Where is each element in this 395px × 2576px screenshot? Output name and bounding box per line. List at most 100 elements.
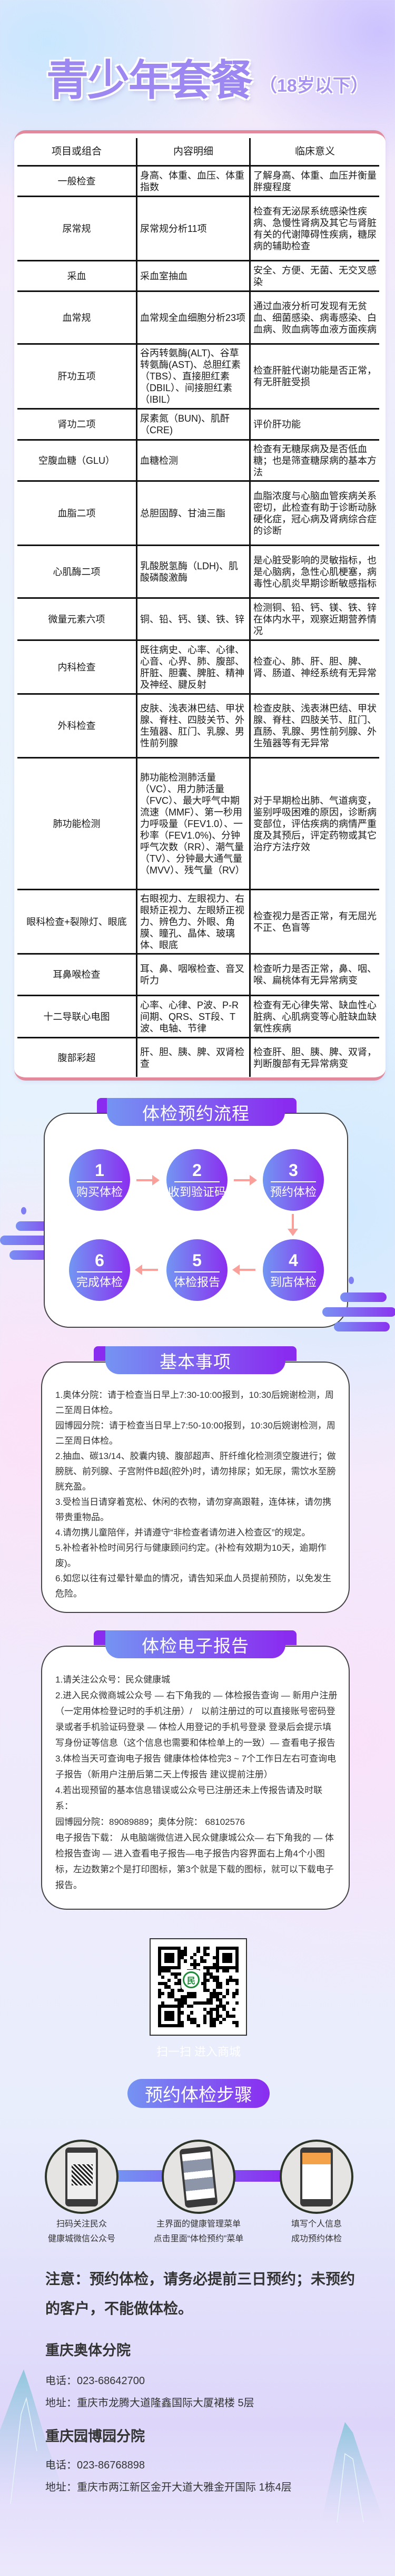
branch-phone: 电话：023-86768898 <box>45 2460 145 2471</box>
basics-title: 基本事项 <box>105 1346 285 1374</box>
basics-item: 1.奥体分院：请于检查当日早上7:30-10:00报到，10:30后婉谢检测，周… <box>55 1390 334 1415</box>
report-item: 电子报告下载： 从电脑端微信进入民众健康城公众— 右下角我的 — 体检报告查询 … <box>55 1833 334 1890</box>
booking-step-2-image <box>162 2140 235 2214</box>
item-meaning-cell: 检测铜、铅、钙、镁、铁、锌在体内水平，观察近期营养情况 <box>253 602 377 636</box>
basics-card <box>41 1362 350 1613</box>
booking-step-caption: 主界面的健康管理菜单点击里面“体检预约”菜单 <box>153 2220 244 2243</box>
item-detail-cell: 肝、胆、胰、脾、双肾检查 <box>137 1038 251 1077</box>
item-detail-cell: 身高、体重、血压、体重指数 <box>137 167 251 196</box>
basics-item: 6.如您以往有过晕针晕血的情况，请告知采血人员提前预防，以免发生危险。 <box>55 1573 332 1599</box>
item-meaning-cell: 通过血液分析可发现有无贫血、细菌感染、病毒感染、白血病、败血病等血液方面疾病 <box>253 300 377 335</box>
table-row: 空腹血糖（GLU）血糖检测检查有无糖尿病及是否低血糖；也是筛查糖尿病的基本方法 <box>17 439 379 480</box>
report-item: 4.若出现预留的基本信息错误或公众号已注册还未上传报告请及时联系： <box>55 1785 323 1811</box>
branch-address: 地址：重庆市龙腾大道隆鑫国际大厦裙楼 5层 <box>45 2397 254 2409</box>
page-title: 青少年套餐 <box>46 57 253 104</box>
basics-list: 1.奥体分院：请于检查当日早上7:30-10:00报到，10:30后婉谢检测，周… <box>55 1387 340 1601</box>
table-row: 血常规血常规全血细胞分析23项通过血液分析可发现有无贫血、细菌感染、病毒感染、白… <box>17 290 379 343</box>
item-meaning-cell: 检查听力是否正常，鼻、咽、喉、扁桃体有无异常病变 <box>253 964 377 986</box>
table-row: 心肌酶二项乳酸脱氢酶（LDH)、肌酸磷酸激酶是心脏受影响的灵敏指标，也是心脑病，… <box>17 545 379 597</box>
branch-name: 重庆奥体分院 <box>45 2342 131 2358</box>
branch-address: 地址：重庆市两江新区金开大道大雅金开国际 1栋4层 <box>45 2482 292 2493</box>
process-title: 体检预约流程 <box>107 1098 285 1126</box>
item-name-cell: 血脂二项 <box>17 482 137 545</box>
table-row: 采血采血室抽血安全、方便、无菌、无交叉感染 <box>17 260 379 290</box>
basics-item: 5.补检者补检时间另行与健康顾问约定。(补检有效期为10天，逾期作废)。 <box>55 1543 327 1568</box>
item-name-cell: 血常规 <box>17 292 137 343</box>
item-name-cell: 十二导联心电图 <box>17 996 137 1037</box>
branch-phone: 电话：023-68642700 <box>45 2375 145 2387</box>
item-detail-cell: 血常规全血细胞分析23项 <box>137 292 251 343</box>
basics-item: 3.受检当日请穿着宽松、休闲的衣物，请勿穿高跟鞋，连体袜，请勿携带贵重物品。 <box>55 1497 332 1522</box>
table-row: 肝功五项谷丙转氨酶(ALT)、谷草转氨酶(AST)、总胆红素（TBS）、直接胆红… <box>17 343 379 408</box>
item-detail-cell: 乳酸脱氢酶（LDH)、肌酸磷酸激酶 <box>137 546 251 597</box>
process-step-3: 3 预约体检 <box>263 1149 324 1211</box>
column-header: 内容明细 <box>137 138 251 165</box>
process-step-5: 5 体检报告 <box>166 1239 228 1301</box>
report-list: 1.请关注公众号：民众健康城 2.进入民众微商城公众号 — 右下角我的 — 体检报… <box>55 1672 340 1893</box>
item-detail-cell: 右眼视力、左眼视力、右眼矫正视力、左眼矫正视力、辨色力、外眼、角膜、瞳孔、晶体、… <box>137 890 251 953</box>
item-detail-cell: 心率、心律、P波、P-R间期、QRS、ST段、T波、电轴、节律 <box>137 996 251 1037</box>
item-detail-cell: 肺功能检测肺活量（VC）、用力肺活量（FVC）、最大呼气中期流速（MMF）、第一… <box>137 759 251 889</box>
process-step-6: 6 完成体检 <box>69 1239 130 1301</box>
item-name-cell: 眼科检查+裂隙灯、眼底 <box>17 890 137 953</box>
notice-text: 注意：预约体检，请务必提前三日预约；未预约的客户，不能做体检。 <box>45 2271 355 2317</box>
report-card <box>41 1646 350 1910</box>
item-meaning-cell: 检查肝脏代谢功能是否正常，有无肝脏受损 <box>253 365 377 387</box>
item-name-cell: 尿常规 <box>17 197 137 260</box>
basics-item: 2.抽血、碳13/14、胶囊内镜、腹部超声、肝纤维化检测须空腹进行；做膀胱、前列… <box>55 1451 336 1492</box>
arrow-left-icon <box>232 1265 255 1275</box>
item-name-cell: 肝功五项 <box>17 345 137 408</box>
table-row: 眼科检查+裂隙灯、眼底右眼视力、左眼视力、右眼矫正视力、左眼矫正视力、辨色力、外… <box>17 889 379 953</box>
package-table: 项目或组合内容明细临床意义一般检查身高、体重、血压、体重指数了解身高、体重、血压… <box>17 138 379 1077</box>
arrow-left-icon <box>135 1265 158 1275</box>
item-name-cell: 外科检查 <box>17 695 137 757</box>
item-meaning-cell: 检查有无泌尿系统感染性疾病、急慢性肾病及其它与肾脏有关的代谢障碍性疾病，糖尿病的… <box>253 206 377 251</box>
table-row: 耳鼻喉检查耳、鼻、咽喉检查、音叉听力检查听力是否正常，鼻、咽、喉、扁桃体有无异常… <box>17 953 379 995</box>
item-meaning-cell: 安全、方便、无菌、无交叉感染 <box>253 265 377 287</box>
table-row: 内科检查既往病史、心率、心律、心音、心界、肺、腹部、肝脏、胆囊、脾脏、精神及神经… <box>17 639 379 693</box>
process-step-4: 4 到店体检 <box>263 1239 324 1301</box>
table-row: 腹部彩超肝、胆、胰、脾、双肾检查检查肝、胆、胰、脾、双肾，判断腹部有无异常病变 <box>17 1037 379 1077</box>
item-name-cell: 一般检查 <box>17 167 137 196</box>
item-detail-cell: 采血室抽血 <box>137 261 251 290</box>
report-item: 园博园分院：89089889；奥体分院： 68102576 <box>55 1817 245 1827</box>
table-row: 十二导联心电图心率、心律、P波、P-R间期、QRS、ST段、T波、电轴、节律检查… <box>17 995 379 1037</box>
arrow-down-icon <box>288 1214 298 1236</box>
phone-icon <box>179 2145 218 2208</box>
column-header: 项目或组合 <box>17 138 137 165</box>
item-meaning-cell: 是心脏受影响的灵敏指标，也是心脑病，急性心肌梗塞，病毒性心肌炎早期诊断敏感指标 <box>253 555 377 589</box>
arrow-right-icon <box>136 1175 160 1185</box>
report-item: 2.进入民众微商城公众号 — 右下角我的 — 体检报告查询 — 新用户注册（一定… <box>55 1690 338 1748</box>
table-row: 血脂二项总胆固醇、甘油三酯血脂浓度与心脑血管疾病关系密切，此检查有助于诊断动脉硬… <box>17 480 379 545</box>
mountain-decoration-left <box>0 2369 68 2504</box>
table-header-row: 项目或组合内容明细 临床意义 <box>17 138 379 165</box>
item-detail-cell: 谷丙转氨酶(ALT)、谷草转氨酶(AST)、总胆红素（TBS）、直接胆红素（DB… <box>137 345 251 408</box>
basics-item: 4.请勿携儿童陪伴，并请遵守“非检查者请勿进入检查区”的规定。 <box>55 1528 311 1538</box>
item-meaning-cell: 检查皮肤、浅表淋巴结、甲状腺、脊柱、四肢关节、肛门、直肠、乳腺、男性前列腺、外生… <box>253 703 377 749</box>
phone-icon <box>65 2147 98 2206</box>
table-row: 外科检查皮肤、浅表淋巴结、甲状腺、脊柱、四肢关节、外生殖器、肛门、乳腺、男性前列… <box>17 693 379 757</box>
package-table-card <box>14 130 386 1081</box>
item-name-cell: 微量元素六项 <box>17 599 137 639</box>
page-subtitle: （18岁以下） <box>259 76 369 96</box>
column-header: 临床意义 <box>294 145 335 157</box>
item-name-cell: 耳鼻喉检查 <box>17 955 137 995</box>
item-name-cell: 腹部彩超 <box>17 1038 137 1077</box>
item-meaning-cell: 对于早期检出肺、气道病变，鉴别呼吸困难的原因，诊断病变部位，评估疾病的病情严重度… <box>253 795 377 852</box>
phone-icon <box>300 2147 333 2206</box>
item-detail-cell: 总胆固醇、甘油三酯 <box>137 482 251 545</box>
item-detail-cell: 铜、铅、钙、镁、铁、锌 <box>137 599 251 639</box>
item-detail-cell: 既往病史、心率、心律、心音、心界、肺、腹部、肝脏、胆囊、脾脏、精神及神经、腱反射 <box>137 641 251 693</box>
item-detail-cell: 尿素氮（BUN)、肌酐（CRE) <box>137 410 251 439</box>
report-title: 体检电子报告 <box>105 1630 285 1658</box>
booking-step-1-image <box>45 2140 118 2214</box>
booking-title: 预约体检步骤 <box>127 2079 270 2108</box>
item-name-cell: 肾功二项 <box>17 410 137 439</box>
report-item: 1.请关注公众号：民众健康城 <box>55 1675 171 1685</box>
qr-code[interactable]: 民 <box>150 1938 247 2036</box>
item-meaning-cell: 血脂浓度与心脑血管疾病关系密切，此检查有助于诊断动脉硬化症，冠心病及肾病综合症的… <box>253 490 377 536</box>
item-name-cell: 内科检查 <box>17 641 137 693</box>
item-meaning-cell: 检查心、肺、肝、胆、脾、肾、肠道、神经系统有无异常 <box>253 656 377 678</box>
item-name-cell: 采血 <box>17 261 137 290</box>
item-detail-cell: 尿常规分析11项 <box>137 197 251 260</box>
